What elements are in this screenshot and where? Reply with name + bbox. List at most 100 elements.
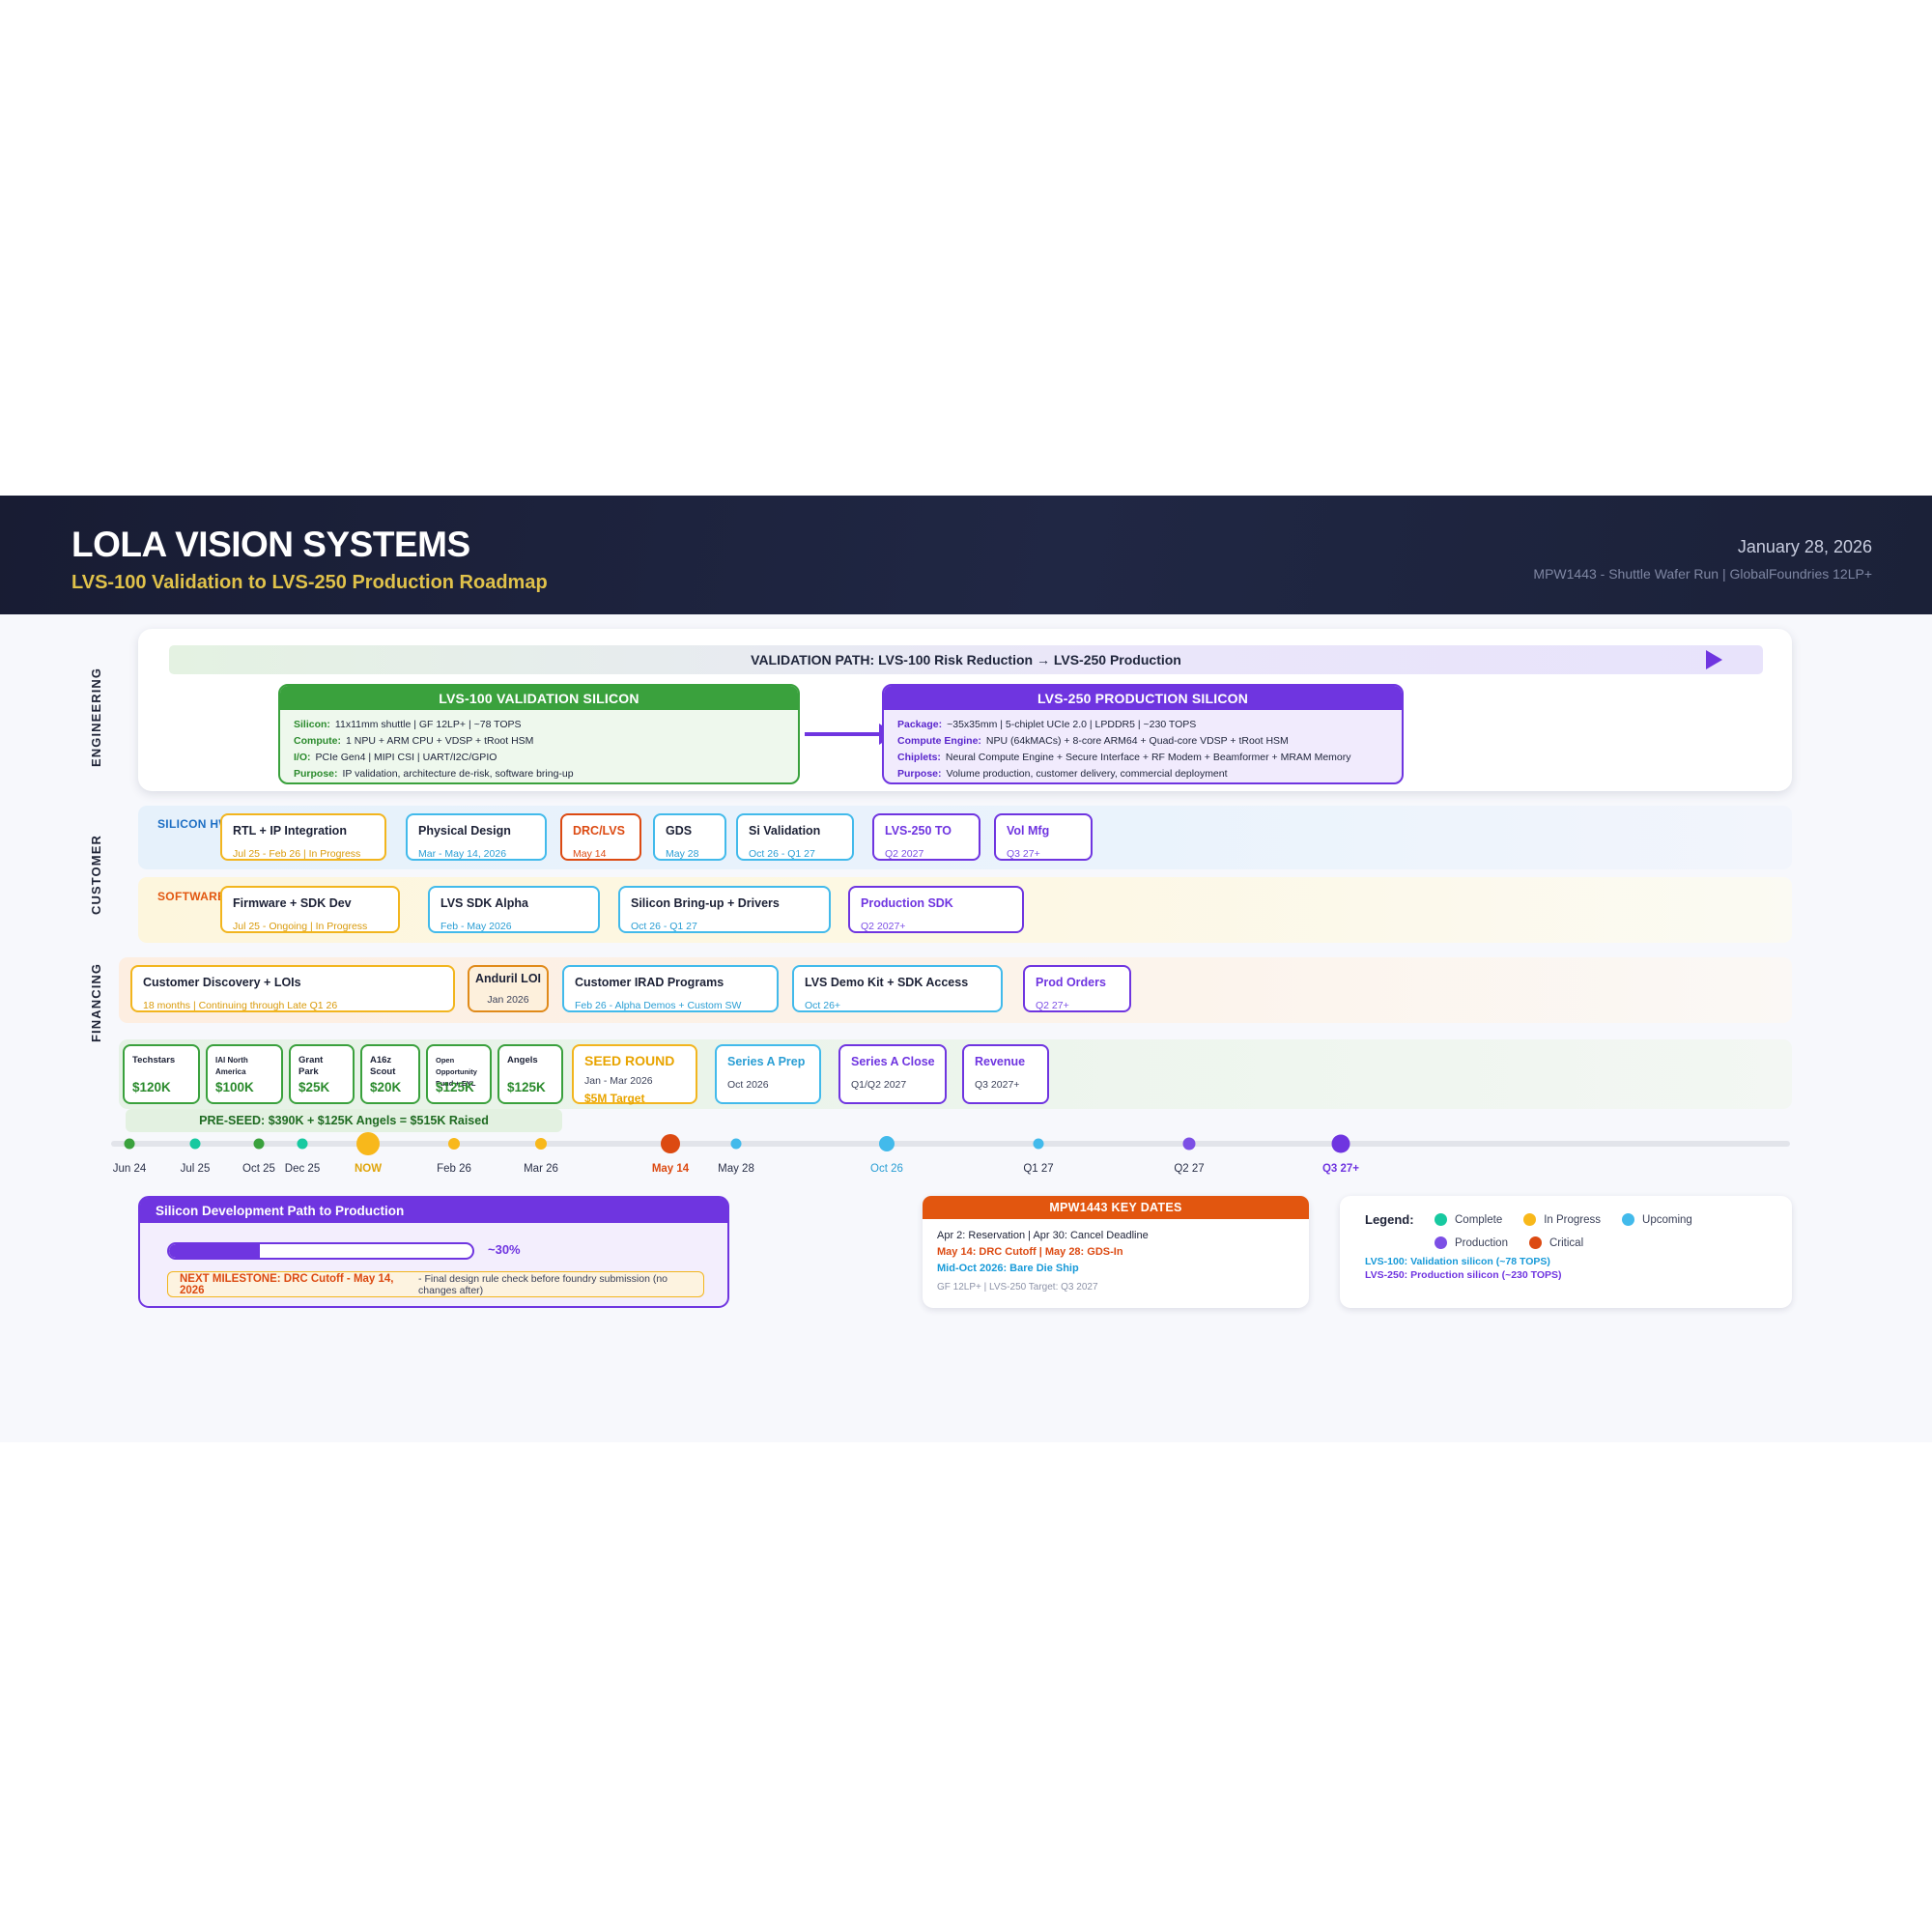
fund-box-angels[interactable]: Angels $125K [497,1044,563,1104]
task-si-validation[interactable]: Si Validation Oct 26 - Q1 27 [736,813,854,861]
timeline-dot-now[interactable] [356,1132,380,1155]
seed-round-target: $5M Target [584,1092,645,1105]
fund-amount: $20K [370,1080,402,1094]
in-progress-dot-icon [1523,1213,1537,1226]
task-sub: 18 months | Continuing through Late Q1 2… [143,1000,338,1011]
task-rtl-ip-integration[interactable]: RTL + IP Integration Jul 25 - Feb 26 | I… [220,813,386,861]
fund-box-a16z-scout[interactable]: A16z Scout $20K [360,1044,420,1104]
lvs100-spec-row-value: 1 NPU + ARM CPU + VDSP + tRoot HSM [346,735,534,747]
timeline-dot-mar-26[interactable] [535,1138,547,1150]
next-milestone-banner: NEXT MILESTONE: DRC Cutoff - May 14, 202… [167,1271,704,1297]
task-sub: Jan 2026 [487,993,529,1006]
task-drc-lvs[interactable]: DRC/LVS May 14 [560,813,641,861]
task-sub: Mar - May 14, 2026 [418,848,507,860]
seed-round-title: SEED ROUND [584,1053,675,1068]
lvs250-spec-row: Compute Engine: NPU (64kMACs) + 8-core AR… [897,733,1388,750]
fund-box-iai-north-america[interactable]: IAI North America $100K [206,1044,283,1104]
lvs250-spec-row-label: Package: [897,719,943,730]
lvs250-spec-row-value: Volume production, customer delivery, co… [946,768,1228,780]
timeline-dot-may-14[interactable] [661,1134,680,1153]
task-title: Anduril LOI [474,971,542,985]
task-title: Si Validation [749,824,821,838]
task-series-a-prep[interactable]: Series A Prep Oct 2026 [715,1044,821,1104]
lvs250-spec-row-value: NPU (64kMACs) + 8-core ARM64 + Quad-core… [985,735,1289,747]
validation-path-banner: VALIDATION PATH: LVS-100 Risk Reduction … [169,645,1763,674]
fund-amount: $100K [215,1080,254,1094]
task-sub: Feb 26 - Alpha Demos + Custom SW [575,1000,742,1011]
seed-round-box[interactable]: SEED ROUND Jan - Mar 2026 $5M Target [572,1044,697,1105]
lvs250-spec-box: LVS-250 PRODUCTION SILICON Package:~35x3… [882,684,1404,784]
timeline-dot-may-28[interactable] [730,1138,742,1150]
timeline-dot-q1-27[interactable] [1033,1138,1044,1150]
fund-name: IAI North America [215,1056,248,1076]
timeline-dot-q2-27[interactable] [1182,1137,1196,1151]
task-title: Series A Prep [727,1055,806,1068]
fund-box-techstars[interactable]: Techstars $120K [123,1044,200,1104]
lvs250-spec-row: Purpose:Volume production, customer deli… [897,766,1388,782]
task-series-a-close[interactable]: Series A Close Q1/Q2 2027 [838,1044,947,1104]
task-lvs-demo-kit-sdk-access[interactable]: LVS Demo Kit + SDK Access Oct 26+ [792,965,1003,1012]
fund-amount: $125K [436,1080,474,1094]
timeline-label-dec-25: Dec 25 [284,1163,321,1175]
validation-path-text: VALIDATION PATH: LVS-100 Risk Reduction … [751,652,1181,668]
task-firmware-sdk-dev[interactable]: Firmware + SDK Dev Jul 25 - Ongoing | In… [220,886,400,933]
task-sub: Feb - May 2026 [440,921,512,932]
task-lvs-sdk-alpha[interactable]: LVS SDK Alpha Feb - May 2026 [428,886,600,933]
timeline-dot-q3-27-[interactable] [1331,1134,1350,1153]
timeline-dot-dec-25[interactable] [297,1138,308,1150]
task-prod-orders[interactable]: Prod Orders Q2 27+ [1023,965,1131,1012]
task-customer-discovery-lois[interactable]: Customer Discovery + LOIs 18 months | Co… [130,965,455,1012]
lane-label-silicon-hw: SILICON HW [157,817,230,831]
fund-name: Open Opportunity Fund + EYL [436,1056,477,1088]
task-sub: Jul 25 - Ongoing | In Progress [233,921,368,932]
legend-note-lvs250: LVS-250: Production silicon (~230 TOPS) [1365,1269,1562,1281]
silicon-comparison-card: VALIDATION PATH: LVS-100 Risk Reduction … [138,629,1792,791]
company-title: LOLA VISION SYSTEMS [71,525,470,564]
lvs100-spec-row: Silicon:11x11mm shuttle | GF 12LP+ | ~78… [294,717,784,733]
task-sub: Oct 26 - Q1 27 [631,921,697,932]
task-title: Customer IRAD Programs [575,976,724,989]
task-sub: Q1/Q2 2027 [851,1079,907,1091]
task-sub: Q2 2027+ [861,921,906,932]
milestone-title: NEXT MILESTONE: DRC Cutoff - May 14, 202… [180,1272,394,1296]
task-customer-irad-programs[interactable]: Customer IRAD Programs Feb 26 - Alpha De… [562,965,779,1012]
production-dot-icon [1435,1236,1447,1249]
timeline-dot-jun-24[interactable] [124,1138,135,1150]
progress-bar[interactable] [167,1242,474,1260]
timeline-dot-feb-26[interactable] [448,1138,460,1150]
header-date: January 28, 2026 [1737,537,1872,556]
fund-name: A16z Scout [370,1055,396,1077]
task-silicon-bringup-drivers[interactable]: Silicon Bring-up + Drivers Oct 26 - Q1 2… [618,886,831,933]
key-dates-panel: MPW1443 KEY DATES Apr 2: Reservation | A… [923,1196,1309,1308]
timeline-dot-jul-25[interactable] [189,1138,201,1150]
task-sub: Q2 27+ [1036,1000,1069,1011]
task-physical-design[interactable]: Physical Design Mar - May 14, 2026 [406,813,547,861]
lvs250-spec-row: Package:~35x35mm | 5-chiplet UCIe 2.0 | … [897,717,1388,733]
fund-name: Grant Park [298,1055,324,1077]
task-sub: Q3 2027+ [975,1079,1020,1091]
preseed-summary-bar: PRE-SEED: $390K + $125K Angels = $515K R… [126,1109,562,1132]
seed-round-dates: Jan - Mar 2026 [584,1075,653,1087]
task-production-sdk[interactable]: Production SDK Q2 2027+ [848,886,1024,933]
lvs100-spec-row-label: Compute: [294,735,341,747]
fund-box-open-opportunity-fund[interactable]: Open Opportunity Fund + EYL $125K [426,1044,492,1104]
fund-box-grant-park[interactable]: Grant Park $25K [289,1044,355,1104]
key-date-line-2: May 14: DRC Cutoff | May 28: GDS-In [937,1246,1123,1258]
timeline-label-q1-27: Q1 27 [1023,1163,1054,1175]
task-title: GDS [666,824,693,838]
task-title: DRC/LVS [573,824,625,838]
lvs250-spec-row-label: Compute Engine: [897,735,981,747]
task-sub: Q2 2027 [885,848,924,860]
task-anduril-loi[interactable]: Anduril LOI Jan 2026 [468,965,549,1012]
timeline-dot-oct-25[interactable] [253,1138,265,1150]
lvs250-spec-row-value: Neural Compute Engine + Secure Interface… [945,752,1351,763]
milestone-note: - Final design rule check before foundry… [418,1272,668,1296]
task-lvs250-tapeout[interactable]: LVS-250 TO Q2 2027 [872,813,980,861]
key-date-line-3: Mid-Oct 2026: Bare Die Ship [937,1263,1079,1274]
timeline-dot-oct-26[interactable] [879,1136,895,1151]
task-gds[interactable]: GDS May 28 [653,813,726,861]
legend-row-1: Legend: Complete In Progress Upcoming [1365,1212,1792,1227]
task-volume-mfg[interactable]: Vol Mfg Q3 27+ [994,813,1093,861]
task-revenue[interactable]: Revenue Q3 2027+ [962,1044,1049,1104]
fund-amount: $125K [507,1080,546,1094]
